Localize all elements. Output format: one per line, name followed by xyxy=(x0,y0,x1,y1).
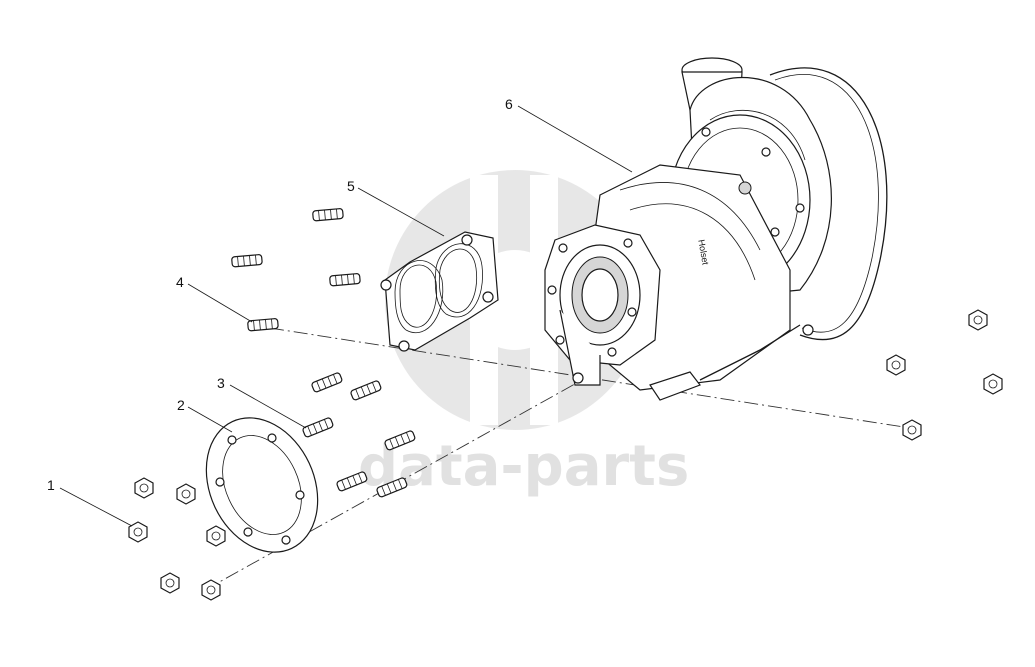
stud-7 xyxy=(302,417,334,438)
stud-3 xyxy=(329,273,361,287)
nut-3 xyxy=(128,521,148,543)
nut-4 xyxy=(206,525,226,547)
stud-10 xyxy=(376,477,408,498)
nut-2 xyxy=(176,483,196,505)
stud-4 xyxy=(247,318,279,332)
nut-10 xyxy=(902,419,922,441)
flange-gasket-round xyxy=(205,417,319,553)
sensor-connector xyxy=(649,371,701,401)
stud-6 xyxy=(350,380,382,401)
nut-9 xyxy=(983,373,1003,395)
oil-line xyxy=(769,67,888,341)
turbocharger: Holset xyxy=(544,57,888,401)
stud-5 xyxy=(311,372,343,393)
nut-8 xyxy=(886,354,906,376)
callout-2: 2 xyxy=(177,397,185,413)
studs xyxy=(231,208,416,498)
leader-lines xyxy=(59,105,633,527)
nut-5 xyxy=(160,572,180,594)
casting-mark: Holset xyxy=(696,239,710,266)
stud-8 xyxy=(384,430,416,451)
stud-2 xyxy=(231,254,263,268)
callout-4: 4 xyxy=(176,274,184,290)
stud-1 xyxy=(312,208,344,222)
nuts-left xyxy=(128,477,226,601)
watermark-text: data-parts xyxy=(358,434,689,499)
nut-1 xyxy=(134,477,154,499)
stud-9 xyxy=(336,471,368,492)
nut-7 xyxy=(968,309,988,331)
callout-3: 3 xyxy=(217,375,225,391)
callout-6: 6 xyxy=(505,96,513,112)
callout-1: 1 xyxy=(47,477,55,493)
callout-5: 5 xyxy=(347,178,355,194)
nut-6 xyxy=(201,579,221,601)
nuts-right xyxy=(886,309,1003,441)
exhaust-gasket-twin xyxy=(380,231,499,352)
